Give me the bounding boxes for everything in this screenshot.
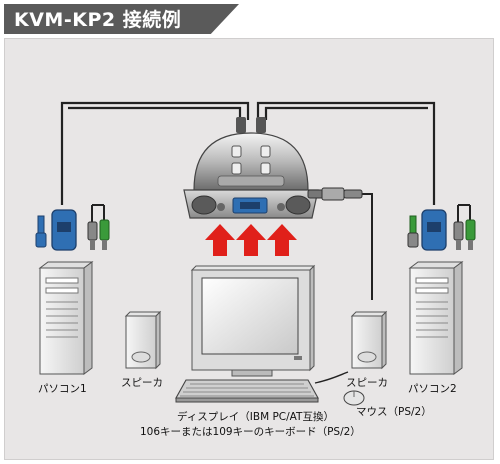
label-pc2: パソコン2 — [408, 383, 457, 395]
signal-arrow-left — [205, 224, 235, 256]
label-mouse: マウス（PS/2） — [356, 406, 432, 418]
label-speaker-left: スピーカ — [121, 377, 163, 389]
keyboard — [175, 379, 319, 403]
pc1-connectors — [35, 204, 110, 251]
monitor — [190, 264, 316, 377]
label-speaker-right: スピーカ — [346, 377, 388, 389]
mouse — [343, 390, 365, 406]
cable-pc1 — [60, 101, 250, 205]
speaker-left — [124, 310, 162, 370]
pc2-connectors — [407, 204, 476, 251]
cable-pc2 — [256, 101, 436, 205]
label-keyboard: 106キーまたは109キーのキーボード（PS/2） — [140, 426, 361, 438]
signal-arrow-right — [267, 224, 297, 256]
pc1-tower — [38, 261, 94, 375]
speaker-right — [350, 310, 388, 370]
diagram-title: KVM-KP2 接続例 — [14, 9, 182, 31]
cable-keyboard-mouse — [314, 371, 349, 384]
kvm-switch — [183, 117, 363, 219]
label-display: ディスプレイ（IBM PC/AT互換） — [177, 411, 334, 423]
title-banner — [4, 4, 239, 34]
cable-mouse — [362, 193, 373, 300]
signal-arrow-center — [236, 224, 266, 256]
label-pc1: パソコン1 — [38, 383, 87, 395]
pc2-tower — [408, 261, 464, 375]
